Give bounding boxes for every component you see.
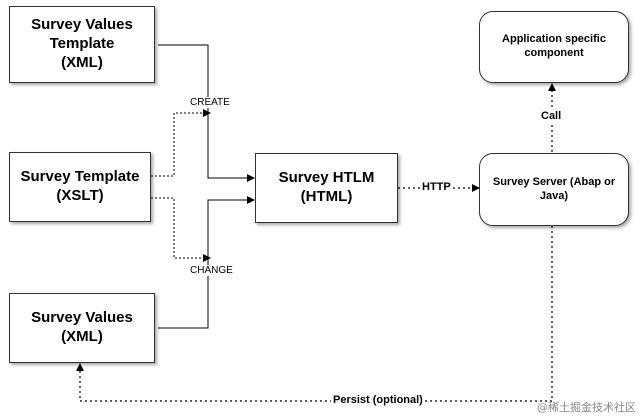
node-application-component: Application specific component xyxy=(479,11,629,83)
node-survey-template: Survey Template (XSLT) xyxy=(9,152,151,222)
node-label-line: (XML) xyxy=(61,53,103,71)
edge-label-change: CHANGE xyxy=(188,265,235,276)
node-survey-htlm: Survey HTLM (HTML) xyxy=(255,153,398,223)
edge-values-template-to-htlm xyxy=(158,44,255,182)
node-label-line: Survey Values xyxy=(31,309,133,327)
node-label-line: Template xyxy=(49,35,115,53)
edge-persist xyxy=(76,226,553,402)
node-label-line: Survey HTLM xyxy=(278,169,375,187)
watermark-text: @稀土掘金技术社区 xyxy=(537,401,636,414)
node-label-line: (XML) xyxy=(61,328,103,345)
edge-create xyxy=(151,109,211,177)
edge-label-create: CREATE xyxy=(188,97,232,108)
node-label-line: Java) xyxy=(539,189,569,202)
edge-label-call: Call xyxy=(539,110,564,122)
node-label-line: Survey Values xyxy=(31,16,133,34)
edge-label-http: HTTP xyxy=(420,181,453,193)
node-label-line: Survey Template xyxy=(20,168,140,186)
node-label-line: (XSLT) xyxy=(56,187,104,204)
node-label-line: Survey Server (Abap or xyxy=(492,175,616,188)
edge-change xyxy=(151,197,211,262)
edge-values-to-htlm xyxy=(158,196,255,329)
node-label-line: component xyxy=(524,47,584,59)
node-survey-values-template: Survey Values Template (XML) xyxy=(9,6,155,83)
edge-label-persist: Persist (optional) xyxy=(331,394,425,406)
node-label-line: Application specific xyxy=(502,33,606,46)
node-label-line: (HTML) xyxy=(300,188,353,205)
node-survey-server: Survey Server (Abap or Java) xyxy=(479,153,629,226)
node-survey-values: Survey Values (XML) xyxy=(9,293,155,363)
